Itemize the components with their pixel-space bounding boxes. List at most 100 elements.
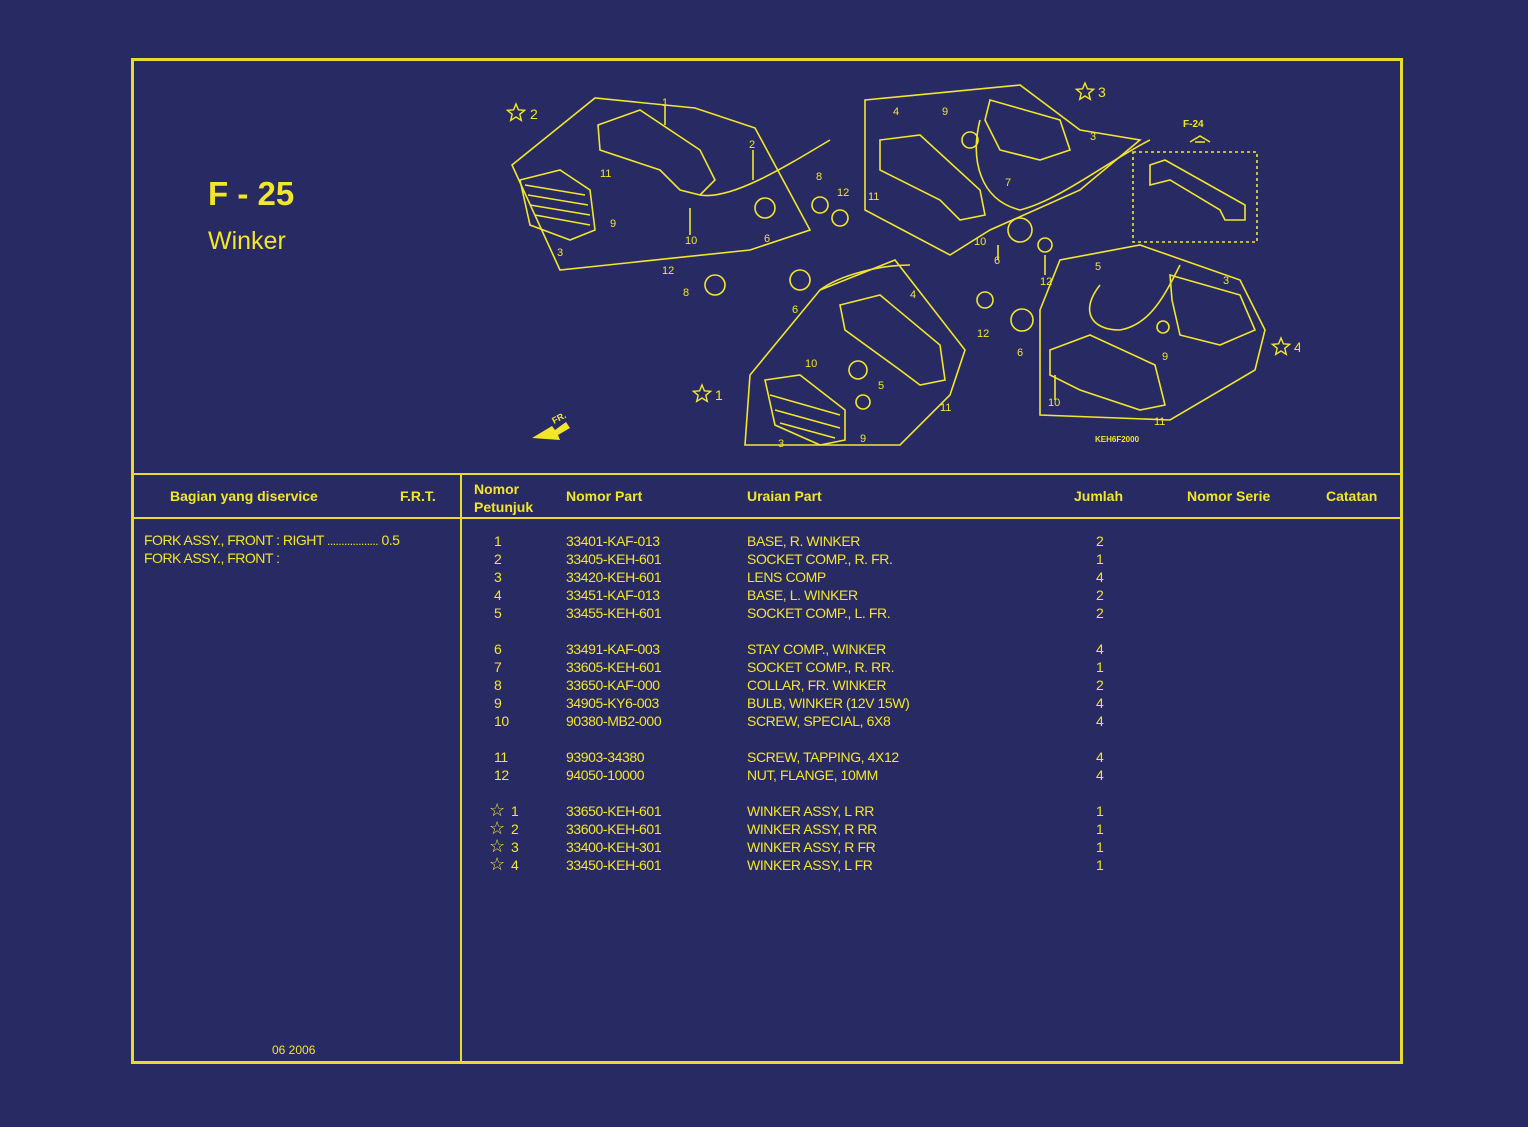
cell-ref: 10 <box>494 713 509 729</box>
cell-ref: 8 <box>494 677 502 693</box>
svg-text:5: 5 <box>1095 261 1101 273</box>
svg-text:9: 9 <box>860 433 866 445</box>
page-frame <box>131 58 1403 1064</box>
exploded-diagram: 2 3 1 4 1 2 3 11 9 10 6 8 12 4 9 3 7 11 … <box>505 81 1300 450</box>
svg-text:10: 10 <box>805 358 817 370</box>
header-uraian-part: Uraian Part <box>747 488 822 504</box>
cell-description: SOCKET COMP., R. FR. <box>747 551 893 567</box>
cell-quantity: 1 <box>1096 659 1104 675</box>
svg-text:12: 12 <box>977 328 989 340</box>
header-divider-bottom <box>133 517 1402 519</box>
svg-text:4: 4 <box>893 106 899 118</box>
cell-ref: 1 <box>511 803 519 819</box>
service-name: FORK ASSY., FRONT : RIGHT <box>144 532 324 548</box>
cell-part-number: 90380-MB2-000 <box>566 713 662 729</box>
cell-description: SOCKET COMP., R. RR. <box>747 659 895 675</box>
front-arrow-icon <box>532 422 570 440</box>
cell-ref: 2 <box>511 821 519 837</box>
cell-description: SCREW, SPECIAL, 6X8 <box>747 713 891 729</box>
cell-ref: 7 <box>494 659 502 675</box>
cell-ref: 3 <box>511 839 519 855</box>
cell-quantity: 1 <box>1096 821 1104 837</box>
service-frt: 0.5 <box>381 532 400 548</box>
cell-part-number: 33451-KAF-013 <box>566 587 660 603</box>
svg-text:12: 12 <box>837 187 849 199</box>
svg-text:6: 6 <box>1017 347 1023 359</box>
cell-ref: 12 <box>494 767 509 783</box>
svg-text:11: 11 <box>940 402 951 414</box>
cell-quantity: 2 <box>1096 605 1104 621</box>
cell-part-number: 93903-34380 <box>566 749 645 765</box>
svg-text:3: 3 <box>557 247 563 259</box>
header-nomor-serie: Nomor Serie <box>1187 488 1271 504</box>
service-name: FORK ASSY., FRONT : <box>144 550 280 566</box>
svg-text:3: 3 <box>1223 275 1229 287</box>
star-outline-icon <box>505 102 527 122</box>
cell-description: WINKER ASSY, R RR <box>747 821 877 837</box>
svg-text:6: 6 <box>764 233 770 245</box>
page-date: 06 2006 <box>272 1043 316 1057</box>
service-dots: .................. <box>327 534 379 548</box>
svg-text:10: 10 <box>974 236 986 248</box>
svg-text:12: 12 <box>1040 276 1052 288</box>
header-nomor-part: Nomor Part <box>566 488 643 504</box>
cell-part-number: 33401-KAF-013 <box>566 533 660 549</box>
cell-ref: 6 <box>494 641 502 657</box>
cell-quantity: 1 <box>1096 551 1104 567</box>
cell-part-number: 33405-KEH-601 <box>566 551 662 567</box>
cell-part-number: 33400-KEH-301 <box>566 839 662 855</box>
service-row: FORK ASSY., FRONT : <box>144 550 280 566</box>
svg-text:1: 1 <box>662 97 668 109</box>
header-jumlah: Jumlah <box>1074 488 1124 504</box>
svg-text:4: 4 <box>910 289 916 301</box>
cell-ref: 3 <box>494 569 502 585</box>
cell-quantity: 4 <box>1096 713 1104 729</box>
cell-part-number: 33650-KAF-000 <box>566 677 660 693</box>
cell-part-number: 33450-KEH-601 <box>566 857 662 873</box>
cell-description: SOCKET COMP., L. FR. <box>747 605 891 621</box>
svg-text:9: 9 <box>942 106 948 118</box>
svg-text:11: 11 <box>868 191 879 203</box>
star-outline-icon <box>691 383 713 403</box>
svg-text:3: 3 <box>1090 131 1096 143</box>
cell-part-number: 33605-KEH-601 <box>566 659 662 675</box>
cell-part-number: 33420-KEH-601 <box>566 569 662 585</box>
cell-quantity: 4 <box>1096 749 1104 765</box>
svg-text:4: 4 <box>1294 339 1300 355</box>
group-winker-rr-right <box>511 97 849 271</box>
cell-quantity: 1 <box>1096 839 1104 855</box>
star-outline-icon: ☆ <box>489 854 506 874</box>
svg-text:7: 7 <box>1005 177 1011 189</box>
cell-quantity: 2 <box>1096 587 1104 603</box>
svg-text:10: 10 <box>1048 397 1060 409</box>
group-winker-fr-right <box>864 84 1151 275</box>
cell-description: NUT, FLANGE, 10MM <box>747 767 878 783</box>
svg-text:9: 9 <box>1162 351 1168 363</box>
svg-text:2: 2 <box>530 106 538 122</box>
cell-description: BASE, L. WINKER <box>747 587 858 603</box>
svg-text:12: 12 <box>662 265 674 277</box>
cell-description: WINKER ASSY, R FR <box>747 839 876 855</box>
cell-part-number: 33455-KEH-601 <box>566 605 662 621</box>
svg-text:9: 9 <box>610 218 616 230</box>
cell-ref: 4 <box>494 587 502 603</box>
cell-quantity: 1 <box>1096 803 1104 819</box>
star-outline-icon <box>1270 336 1292 356</box>
svg-text:8: 8 <box>683 287 689 299</box>
header-bagian: Bagian yang diservice <box>170 488 318 504</box>
header-nomor: Nomor <box>474 481 520 497</box>
cell-quantity: 1 <box>1096 857 1104 873</box>
cell-ref: 1 <box>494 533 502 549</box>
svg-text:8: 8 <box>816 171 822 183</box>
cell-quantity: 2 <box>1096 677 1104 693</box>
cell-quantity: 4 <box>1096 695 1104 711</box>
cell-part-number: 33491-KAF-003 <box>566 641 660 657</box>
svg-text:11: 11 <box>1154 416 1165 428</box>
cell-ref: 5 <box>494 605 502 621</box>
diagram-code: KEH6F2000 <box>1095 435 1140 444</box>
cell-description: SCREW, TAPPING, 4X12 <box>747 749 899 765</box>
column-divider <box>460 474 462 1063</box>
star-outline-icon <box>1074 81 1096 101</box>
cell-part-number: 34905-KY6-003 <box>566 695 659 711</box>
svg-text:6: 6 <box>792 304 798 316</box>
